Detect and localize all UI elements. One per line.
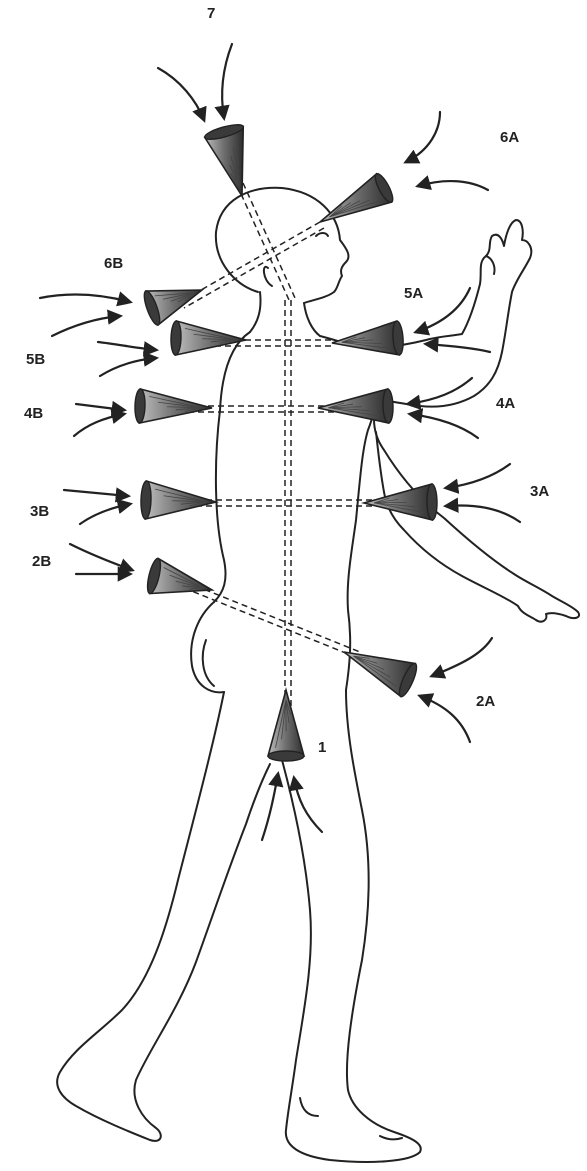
arrow-3b2-icon: [80, 504, 130, 524]
label-5a: 5A: [404, 286, 423, 301]
sacral-channel: [186, 582, 360, 652]
label-5b: 5B: [26, 352, 45, 367]
cone-1-icon: [268, 690, 304, 761]
label-3a: 3A: [530, 484, 549, 499]
arrow-4b2-icon: [74, 414, 124, 436]
torso-front-outline: [346, 404, 376, 690]
cone-6a-icon: [320, 172, 396, 222]
cone-2a-icon: [344, 652, 420, 698]
arrow-3a1-icon: [446, 464, 510, 488]
arrow-6a2-icon: [418, 181, 488, 190]
front-leg-outline: [282, 690, 421, 1162]
cone-7-icon: [203, 122, 244, 196]
cone-5a-body: [332, 321, 399, 355]
arrow-5a2-icon: [426, 344, 490, 352]
arrow-2b1-icon: [70, 544, 132, 570]
label-2b: 2B: [32, 554, 51, 569]
cone-4b-rim: [135, 389, 146, 423]
label-6a: 6A: [500, 130, 519, 145]
label-7: 7: [207, 6, 215, 21]
cone-6b-icon: [141, 289, 202, 326]
arrow-4a2-icon: [410, 414, 478, 438]
label-2a: 2A: [476, 694, 495, 709]
cone-5b-body: [176, 321, 246, 355]
label-1: 1: [318, 740, 326, 755]
arrow-3b1-icon: [64, 490, 128, 496]
cone-4a-rim: [383, 389, 394, 423]
back-leg-outline: [57, 692, 270, 1141]
cone-3b-body: [145, 481, 216, 519]
torso-back-outline: [214, 332, 250, 602]
label-6b: 6B: [104, 256, 123, 271]
arrow-5b1-icon: [98, 342, 156, 350]
cone-4a-icon: [318, 389, 393, 423]
cone-3a-body: [364, 484, 432, 520]
arrow-7a-icon: [158, 68, 204, 120]
arrow-5b2-icon: [100, 358, 156, 376]
cone-1-rim: [268, 751, 304, 761]
cone-5b-rim: [171, 321, 182, 355]
arrow-7b-icon: [222, 44, 232, 118]
cone-4a-body: [318, 389, 388, 423]
label-4a: 4A: [496, 396, 515, 411]
ear-outline: [264, 267, 272, 286]
cone-4b-icon: [135, 389, 212, 423]
arrow-2a1-icon: [432, 638, 492, 676]
arrow-4a1-icon: [408, 378, 472, 404]
cone-3a-rim: [427, 484, 438, 520]
label-3b: 3B: [30, 504, 49, 519]
human-figure-outline: [57, 188, 579, 1162]
neck-outline: [250, 292, 261, 332]
arrow-6a1-icon: [406, 112, 440, 162]
arrow-4b1-icon: [76, 404, 124, 410]
cone-4b-body: [140, 389, 212, 423]
arrow-6b1-icon: [40, 295, 130, 302]
cone-2b-icon: [145, 557, 212, 594]
eye-outline: [316, 233, 328, 236]
arrow-1a-icon: [262, 774, 278, 840]
raised-arm-outline: [320, 220, 531, 407]
label-4b: 4B: [24, 406, 43, 421]
arrow-2a2-icon: [420, 696, 470, 742]
cone-3b-rim: [140, 481, 151, 519]
cone-3b-icon: [140, 481, 216, 519]
arrow-5a1-icon: [416, 288, 470, 332]
cone-5a-icon: [332, 321, 404, 356]
crown-channel: [237, 185, 289, 300]
arrow-6b2-icon: [52, 316, 120, 336]
cone-3a-icon: [364, 484, 437, 520]
arrow-3a2-icon: [446, 506, 520, 522]
chakra-cones: [135, 122, 438, 761]
